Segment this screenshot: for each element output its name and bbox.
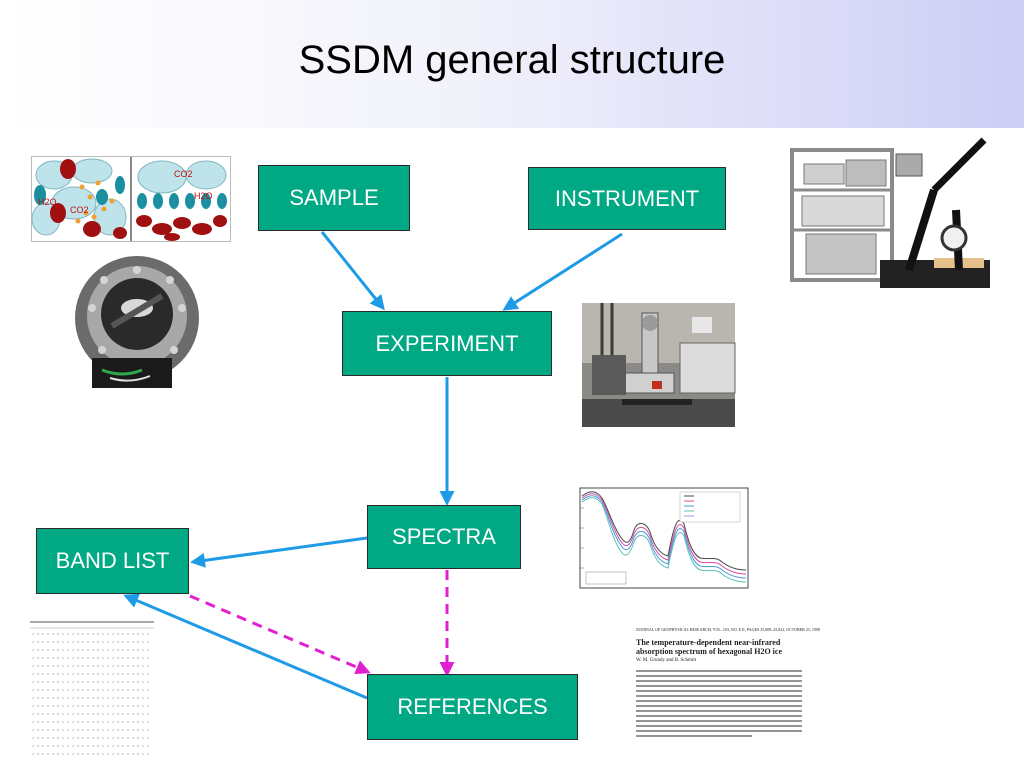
band-list-table-thumbnail bbox=[28, 620, 156, 758]
experiment-setup-photo bbox=[582, 303, 736, 427]
arrow-band-list-to-references bbox=[189, 594, 371, 675]
paper-title: The temperature-dependent near-infrared … bbox=[636, 638, 782, 656]
node-instrument[interactable]: INSTRUMENT bbox=[528, 167, 726, 230]
instrument-photo bbox=[784, 130, 1002, 300]
arrow-sample-to-experiment bbox=[320, 231, 385, 311]
ice-mixture-diagram: H2O CO2 CO2 H2O bbox=[31, 156, 231, 242]
paper-body-text bbox=[636, 670, 802, 737]
ice-label-h2o-right: H2O bbox=[194, 191, 213, 201]
ice-label-h2o-left: H2O bbox=[38, 197, 57, 207]
node-sample[interactable]: SAMPLE bbox=[258, 165, 410, 231]
ice-label-co2-left: CO2 bbox=[70, 205, 89, 215]
slide-title: SSDM general structure bbox=[298, 38, 726, 82]
title-banner bbox=[0, 0, 1024, 128]
node-references[interactable]: REFERENCES bbox=[367, 674, 578, 740]
node-experiment[interactable]: EXPERIMENT bbox=[342, 311, 552, 376]
paper-journal-header: JOURNAL OF GEOPHYSICAL RESEARCH, VOL. 10… bbox=[636, 627, 820, 632]
arrow-spectra-to-band-list bbox=[190, 536, 368, 568]
reference-paper-thumbnail: JOURNAL OF GEOPHYSICAL RESEARCH, VOL. 10… bbox=[632, 625, 820, 758]
ice-label-co2-right: CO2 bbox=[174, 169, 193, 179]
node-band-list[interactable]: BAND LIST bbox=[36, 528, 189, 594]
arrow-instrument-to-experiment bbox=[502, 232, 623, 311]
paper-authors: W. M. Grundy and B. Schmitt bbox=[636, 658, 697, 663]
spectra-plot-thumbnail bbox=[560, 484, 754, 602]
sample-cell-photo bbox=[62, 256, 202, 388]
arrow-references-to-band-list bbox=[123, 593, 368, 700]
node-spectra[interactable]: SPECTRA bbox=[367, 505, 521, 569]
